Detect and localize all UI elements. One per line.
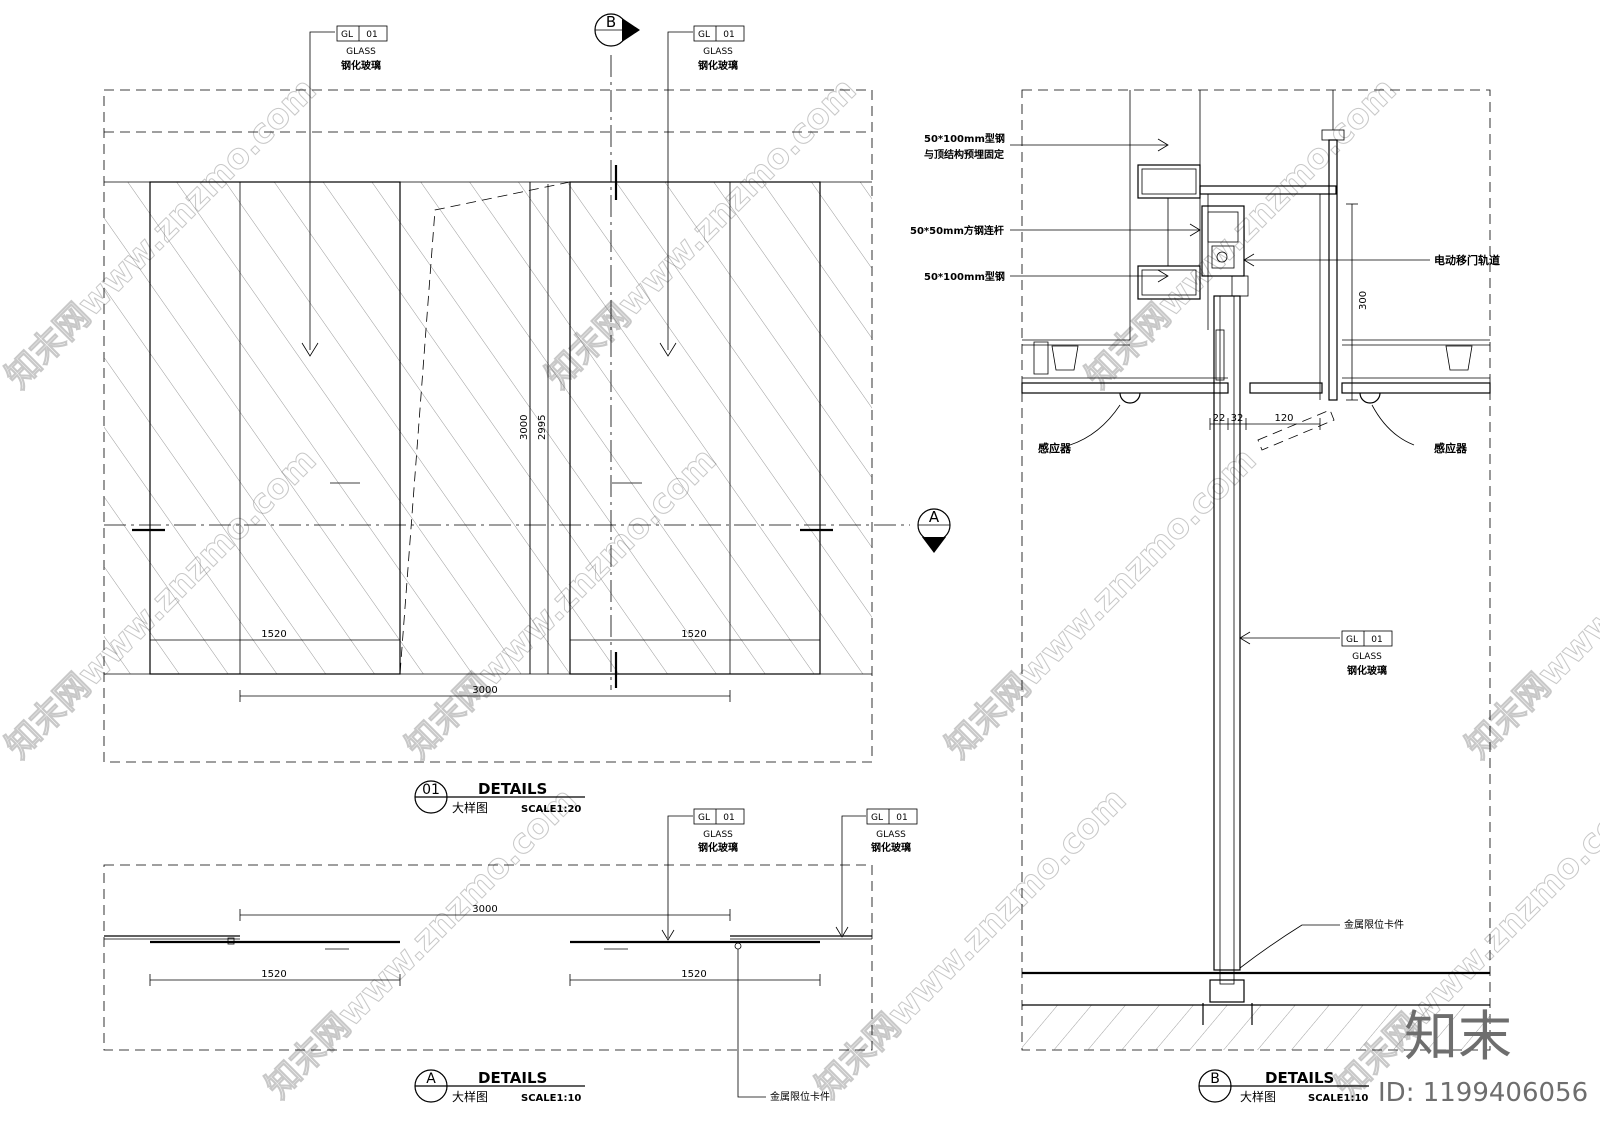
tag-code: GL bbox=[871, 813, 883, 823]
title-en: DETAILS bbox=[478, 780, 547, 798]
label-sensor-right: 感应器 bbox=[1434, 441, 1468, 455]
title-cn: 大样图 bbox=[1240, 1089, 1276, 1104]
watermark-text: 知末网www.znzmo.com bbox=[258, 780, 584, 1106]
section-marker-b: B bbox=[594, 13, 640, 47]
tag-material-cn: 钢化玻璃 bbox=[698, 841, 738, 854]
glass-tag: GL 01 GLASS 钢化玻璃 bbox=[693, 25, 745, 72]
tag-code: GL bbox=[341, 30, 353, 40]
watermark-text: 知末网www.znzmo.com bbox=[938, 440, 1264, 766]
dim-32: 32 bbox=[1231, 413, 1244, 424]
tag-material-en: GLASS bbox=[703, 47, 733, 57]
tag-material-cn: 钢化玻璃 bbox=[341, 59, 381, 72]
tag-material-en: GLASS bbox=[876, 830, 906, 840]
glass-tag: GL 01 GLASS 钢化玻璃 bbox=[693, 808, 745, 854]
plan-dim-opening: 3000 bbox=[472, 904, 497, 915]
tag-material-cn: 钢化玻璃 bbox=[1347, 664, 1387, 677]
glass-tag: GL 01 GLASS 钢化玻璃 bbox=[336, 25, 388, 72]
title-scale: SCALE1:10 bbox=[1308, 1093, 1368, 1104]
title-en: DETAILS bbox=[478, 1069, 547, 1087]
label-steel-bottom: 50*100mm型钢 bbox=[924, 270, 1005, 283]
dim-120: 120 bbox=[1274, 413, 1293, 424]
tag-num: 01 bbox=[896, 813, 907, 823]
watermark-text: 知末网www.znzmo.com bbox=[808, 780, 1134, 1106]
title-scale: SCALE1:10 bbox=[521, 1093, 581, 1104]
title-cn: 大样图 bbox=[452, 800, 488, 815]
tag-code: GL bbox=[1346, 635, 1358, 645]
brand-logo-text: 知末 bbox=[1404, 1005, 1512, 1068]
tag-material-cn: 钢化玻璃 bbox=[871, 841, 911, 854]
plan-metal-clip-label: 金属限位卡件 bbox=[770, 1090, 830, 1103]
dim-height-inner: 2995 bbox=[537, 415, 548, 440]
tag-num: 01 bbox=[1371, 635, 1382, 645]
title-num: 01 bbox=[422, 782, 440, 798]
label-track: 电动移门轨道 bbox=[1434, 253, 1500, 267]
tag-code: GL bbox=[698, 30, 710, 40]
tag-num: 01 bbox=[366, 30, 377, 40]
section-metal-clip-label: 金属限位卡件 bbox=[1344, 918, 1404, 931]
tag-material-en: GLASS bbox=[1352, 652, 1382, 662]
dim-panel-left: 1520 bbox=[261, 629, 286, 640]
plan-a-view: 3000 1520 1520 金属限位卡件 bbox=[103, 815, 873, 1103]
title-block-01: 01 DETAILS 大样图 SCALE1:20 bbox=[414, 780, 585, 815]
watermark-text: 知末网www.znzmo.com bbox=[1458, 440, 1600, 766]
tag-material-en: GLASS bbox=[346, 47, 376, 57]
glass-tag: GL 01 GLASS 钢化玻璃 bbox=[866, 808, 918, 854]
section-b-label: B bbox=[606, 13, 616, 31]
dim-panel-right: 1520 bbox=[681, 629, 706, 640]
dim-height: 3000 bbox=[519, 415, 530, 440]
brand-watermark: 知末 ID: 1199406056 bbox=[1378, 1005, 1588, 1108]
tag-num: 01 bbox=[723, 813, 734, 823]
title-cn: 大样图 bbox=[452, 1089, 488, 1104]
title-en: DETAILS bbox=[1265, 1069, 1334, 1087]
plan-dim-panel-left: 1520 bbox=[261, 969, 286, 980]
title-scale: SCALE1:20 bbox=[521, 804, 581, 815]
tag-num: 01 bbox=[723, 30, 734, 40]
watermark-text: 知末网www.znzmo.com bbox=[1078, 70, 1404, 396]
section-b-labels: 50*100mm型钢 与顶结构预埋固定 50*50mm方钢连杆 50*100mm… bbox=[910, 132, 1500, 931]
tag-code: GL bbox=[698, 813, 710, 823]
title-block-a: A DETAILS 大样图 SCALE1:10 bbox=[414, 1069, 585, 1104]
tag-material-cn: 钢化玻璃 bbox=[698, 59, 738, 72]
label-square-steel: 50*50mm方钢连杆 bbox=[910, 224, 1004, 237]
title-num: A bbox=[426, 1071, 436, 1087]
dim-opening: 3000 bbox=[472, 685, 497, 696]
label-sensor-left: 感应器 bbox=[1038, 441, 1072, 455]
glass-tag: GL 01 GLASS 钢化玻璃 bbox=[1341, 630, 1393, 677]
label-steel-top-1: 50*100mm型钢 bbox=[924, 132, 1005, 145]
section-marker-a: A bbox=[917, 508, 951, 553]
section-a-label: A bbox=[929, 508, 940, 526]
section-b-view: 300 22 32 120 bbox=[1010, 89, 1491, 1051]
title-num: B bbox=[1210, 1071, 1220, 1087]
dim-300: 300 bbox=[1358, 291, 1369, 310]
label-steel-top-2: 与顶结构预埋固定 bbox=[924, 148, 1004, 161]
title-block-b: B DETAILS 大样图 SCALE1:10 bbox=[1198, 1069, 1369, 1104]
plan-dim-panel-right: 1520 bbox=[681, 969, 706, 980]
brand-id: ID: 1199406056 bbox=[1378, 1078, 1588, 1108]
tag-material-en: GLASS bbox=[703, 830, 733, 840]
elevation-01-view: 3000 2995 1520 1520 3000 bbox=[103, 31, 910, 763]
dim-22: 22 bbox=[1213, 413, 1226, 424]
